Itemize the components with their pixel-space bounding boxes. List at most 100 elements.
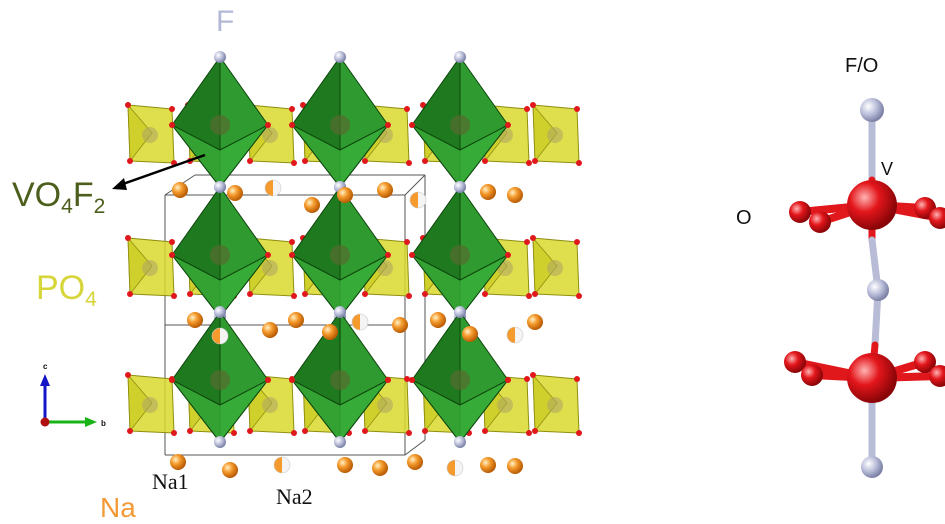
vanadium-coordination-model — [784, 98, 945, 478]
vo4f2-octahedron — [409, 51, 511, 193]
sodium-atom — [430, 312, 446, 328]
oxygen-atom — [929, 207, 945, 229]
po4-tetrahedron — [530, 372, 582, 436]
sodium-atom — [507, 458, 523, 474]
oxygen-atom — [385, 122, 391, 128]
vo4f2-octahedron — [289, 51, 391, 193]
cell-edge — [404, 439, 426, 456]
oxygen-atom — [422, 158, 428, 164]
tetra-face-shade — [532, 373, 558, 433]
sodium-atom — [222, 462, 238, 478]
axis-b-label: b — [101, 419, 106, 428]
axis-b-arrow — [85, 417, 97, 427]
axis-c-arrow — [40, 374, 50, 386]
vo4f2-octahedron — [289, 306, 391, 448]
vo4f2-octahedron — [409, 306, 511, 448]
po4-tetrahedron — [530, 235, 582, 299]
cell-edge — [404, 174, 426, 196]
sodium-atom — [372, 460, 388, 476]
oxygen-atom — [302, 428, 308, 434]
sodium-atom — [187, 312, 203, 328]
tetra-face-shade — [127, 236, 153, 296]
oxygen-atom — [362, 158, 368, 164]
fluorine-atom — [334, 306, 346, 318]
oxygen-atom — [291, 293, 297, 299]
sodium-atom — [288, 312, 304, 328]
oxygen-atom — [482, 158, 488, 164]
sodium-atom — [480, 184, 496, 200]
oxygen-atom — [247, 428, 253, 434]
fluorine-atom — [334, 51, 346, 63]
oxygen-atom — [289, 377, 295, 383]
oxygen-atom — [169, 252, 175, 258]
oxygen-atom — [127, 158, 133, 164]
oxygen-atom — [406, 430, 412, 436]
fluorine-atom — [454, 51, 466, 63]
oxygen-atom — [247, 291, 253, 297]
oxygen-atom — [789, 201, 811, 223]
oxygen-atom — [127, 291, 133, 297]
fluorine-atom — [860, 98, 884, 122]
oxygen-atom — [127, 428, 133, 434]
vo4f2-octahedra — [169, 51, 511, 448]
oxygen-atom — [187, 428, 193, 434]
oxygen-atom — [265, 122, 271, 128]
oxygen-atom — [809, 211, 831, 233]
oxygen-atom — [914, 351, 936, 373]
sodium-label: Na — [100, 492, 136, 523]
phosphorus-atom — [547, 260, 563, 276]
phosphorus-atom — [142, 397, 158, 413]
po4-label: PO4 — [36, 269, 97, 312]
oxygen-atom — [169, 377, 175, 383]
phosphorus-atom — [262, 127, 278, 143]
vo4f2-octahedron — [289, 181, 391, 323]
oxygen-atom — [524, 376, 530, 382]
oxygen-atom — [530, 102, 536, 108]
oxygen-atom — [289, 252, 295, 258]
sodium-atoms — [170, 179, 543, 478]
phosphorus-atom — [547, 397, 563, 413]
sodium-atom — [170, 454, 186, 470]
oxygen-atom — [289, 106, 295, 112]
sodium-atom — [506, 326, 524, 344]
oxygen-atom — [169, 239, 175, 245]
sodium-atom — [172, 182, 188, 198]
po4-tetrahedron — [125, 235, 177, 299]
vanadium-atom — [330, 370, 350, 390]
oxygen-atom — [929, 365, 945, 387]
vo4f2-arrow — [112, 153, 206, 190]
fluorine-atom — [214, 306, 226, 318]
vo4f2-label: VO4F2 — [12, 176, 106, 219]
fluorine-atom — [867, 279, 889, 301]
f-o-apex-label: F/O — [845, 55, 879, 77]
oxygen-atom — [404, 239, 410, 245]
phosphorus-atom — [262, 397, 278, 413]
tetra-face-shade — [532, 103, 558, 163]
oxygen-atom — [532, 291, 538, 297]
oxygen-atom — [530, 372, 536, 378]
vanadium-atom — [210, 115, 230, 135]
fluorine-atom — [214, 51, 226, 63]
sodium-atom — [211, 327, 229, 345]
oxygen-atom — [125, 102, 131, 108]
fluorine-atom — [454, 181, 466, 193]
vanadium-atom — [450, 245, 470, 265]
oxygen-atom — [289, 239, 295, 245]
sodium-atom — [462, 326, 478, 342]
sodium-atom — [527, 314, 543, 330]
oxygen-atom — [291, 430, 297, 436]
vanadium-atom — [847, 353, 897, 403]
oxygen-atom — [169, 122, 175, 128]
fluorine-atom — [214, 181, 226, 193]
oxygen-atom — [574, 239, 580, 245]
phosphorus-atom — [497, 397, 513, 413]
oxygen-atom — [784, 351, 806, 373]
phosphorus-atom — [262, 260, 278, 276]
oxygen-atom — [482, 291, 488, 297]
oxygen-atom — [576, 160, 582, 166]
sodium-atom — [446, 459, 464, 477]
sodium-atom — [480, 457, 496, 473]
oxygen-atom — [409, 377, 415, 383]
oxygen-atom — [247, 158, 253, 164]
vanadium-atom — [210, 370, 230, 390]
